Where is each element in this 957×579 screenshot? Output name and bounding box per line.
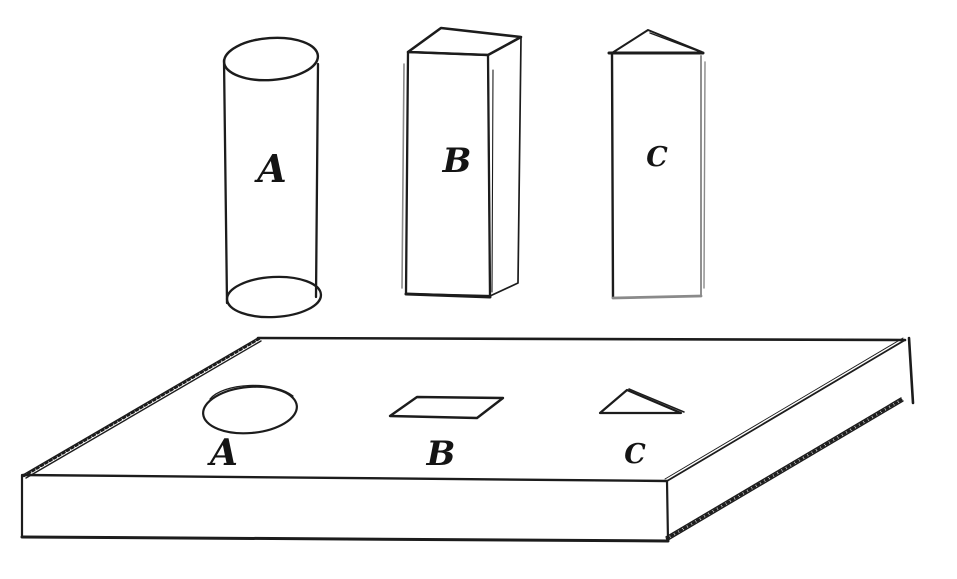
- board: A B C: [20, 336, 915, 543]
- sketch-overstroke: [25, 340, 262, 479]
- circle-hole-outline: [202, 385, 298, 435]
- sketch-overstroke: [664, 337, 904, 480]
- board-back-edge: [256, 336, 907, 342]
- circle-hole-label: A: [207, 432, 238, 474]
- solid-triangular-prism-c: C: [607, 29, 706, 300]
- prism-top-triangle: [611, 29, 703, 54]
- sketch-overstroke: [665, 397, 902, 538]
- board-bottom-edge: [20, 535, 670, 543]
- triangular-prism-label: C: [646, 142, 668, 173]
- sketch-overstroke: [649, 32, 699, 52]
- board-left-slant-edge: [22, 337, 259, 476]
- board-right-bottom-edge: [667, 400, 904, 541]
- triangle-hole-label: C: [624, 439, 646, 470]
- solid-rectangular-prism-b: B: [401, 26, 523, 299]
- cylinder-left-edge: [222, 58, 229, 305]
- sketch-overstroke: [22, 337, 261, 478]
- sketch-overstroke: [665, 398, 904, 540]
- prism-top-face: [406, 26, 523, 57]
- rectangular-prism-label: B: [442, 141, 472, 181]
- prism-bottom-edge: [611, 294, 703, 300]
- hole-circle-a: A: [202, 384, 298, 474]
- cylinder-bottom-ellipse: [225, 275, 323, 319]
- cylinder-right-edge: [314, 62, 320, 299]
- board-top-right-edge: [666, 339, 906, 482]
- hole-triangle-c: C: [598, 388, 685, 470]
- sketch-overstroke: [404, 292, 492, 299]
- prism-left-edge: [610, 51, 615, 300]
- sketch-overstroke: [209, 384, 294, 400]
- sketch-overstroke: [401, 63, 405, 289]
- sketch-overstroke: [628, 388, 685, 413]
- sketch-overstroke: [491, 69, 494, 293]
- parallelogram-hole-outline: [388, 395, 505, 420]
- board-front-top-edge: [21, 473, 669, 483]
- hole-parallelogram-b: B: [388, 395, 505, 474]
- prism-right-face: [487, 36, 522, 297]
- cylinder-label: A: [254, 146, 286, 191]
- triangle-hole-outline: [598, 388, 683, 415]
- board-back-right-edge: [907, 336, 915, 405]
- parallelogram-hole-label: B: [426, 434, 456, 474]
- board-front-right-edge: [665, 479, 670, 543]
- solid-cylinder-a: A: [222, 36, 323, 319]
- sketch-overstroke: [703, 61, 706, 289]
- sketch-overstroke: [230, 37, 312, 52]
